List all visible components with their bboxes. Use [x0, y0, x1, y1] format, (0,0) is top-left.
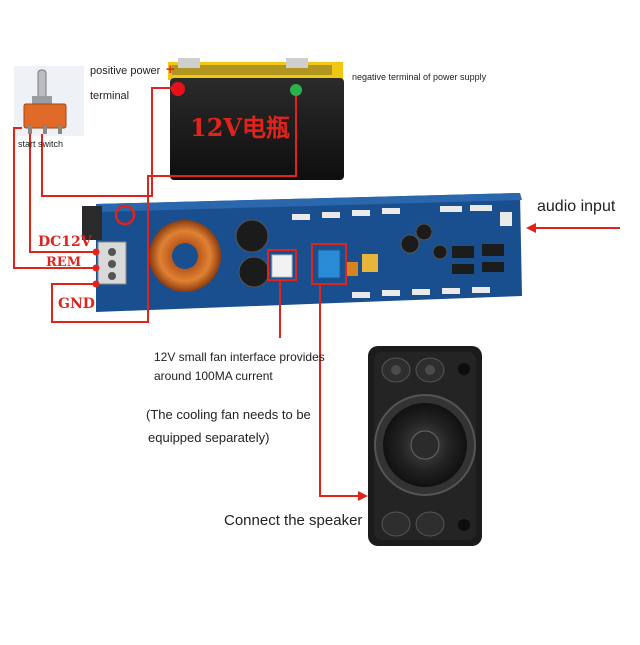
wire-dc12v	[29, 134, 96, 253]
speaker-terminal-block	[317, 249, 341, 279]
lower-driver-right	[415, 511, 445, 537]
fuse-holder	[114, 204, 136, 226]
wire-positive-to-switch	[41, 87, 172, 197]
wire-gnd	[51, 96, 297, 323]
connect-speaker-label: Connect the speaker	[224, 512, 363, 529]
fan-interface-text-2: around 100MA current	[154, 369, 273, 383]
speaker-port	[458, 363, 470, 375]
rem-label: REM	[46, 255, 82, 270]
switch-collar	[32, 96, 52, 106]
audio-input-label: audio input	[537, 198, 616, 215]
dc12v-label: DC12V	[38, 234, 92, 250]
wire-switch-to-rem	[13, 127, 96, 269]
amplifier-pcb	[82, 193, 522, 312]
fan-interface-text-1: 12V small fan interface provides	[154, 350, 325, 364]
terminal-label: terminal	[90, 90, 130, 102]
speaker-terminal-highlight	[311, 243, 347, 285]
battery-body	[170, 78, 344, 180]
gnd-label: GND	[58, 296, 95, 312]
battery-label: 12V电瓶	[190, 113, 291, 142]
speaker-arrow-head	[358, 491, 368, 501]
negative-terminal-label: negative terminal of power supply	[352, 72, 487, 82]
fan-connector	[271, 254, 293, 278]
negative-terminal-dot	[290, 84, 302, 96]
positive-power-label: positive power	[90, 65, 161, 77]
cooling-fan-note-2: equipped separately)	[148, 430, 270, 445]
fan-interface-highlight	[267, 249, 297, 281]
audio-input-arrow-head	[526, 223, 536, 233]
start-switch-label: start switch	[18, 139, 64, 149]
battery	[168, 58, 344, 180]
positive-terminal-dot	[171, 82, 185, 96]
switch-lever	[37, 69, 47, 101]
capacitor	[238, 256, 270, 288]
cooling-fan-note-1: (The cooling fan needs to be	[146, 407, 311, 422]
wire-to-speaker	[319, 284, 360, 497]
woofer-dust-cap	[410, 430, 440, 460]
switch-body	[23, 103, 67, 129]
start-switch	[14, 66, 84, 136]
wiring	[13, 87, 620, 497]
lower-driver-left	[381, 511, 411, 537]
capacitor	[235, 219, 269, 253]
speaker-cabinet	[368, 346, 482, 546]
plus-sign: +	[166, 61, 175, 78]
